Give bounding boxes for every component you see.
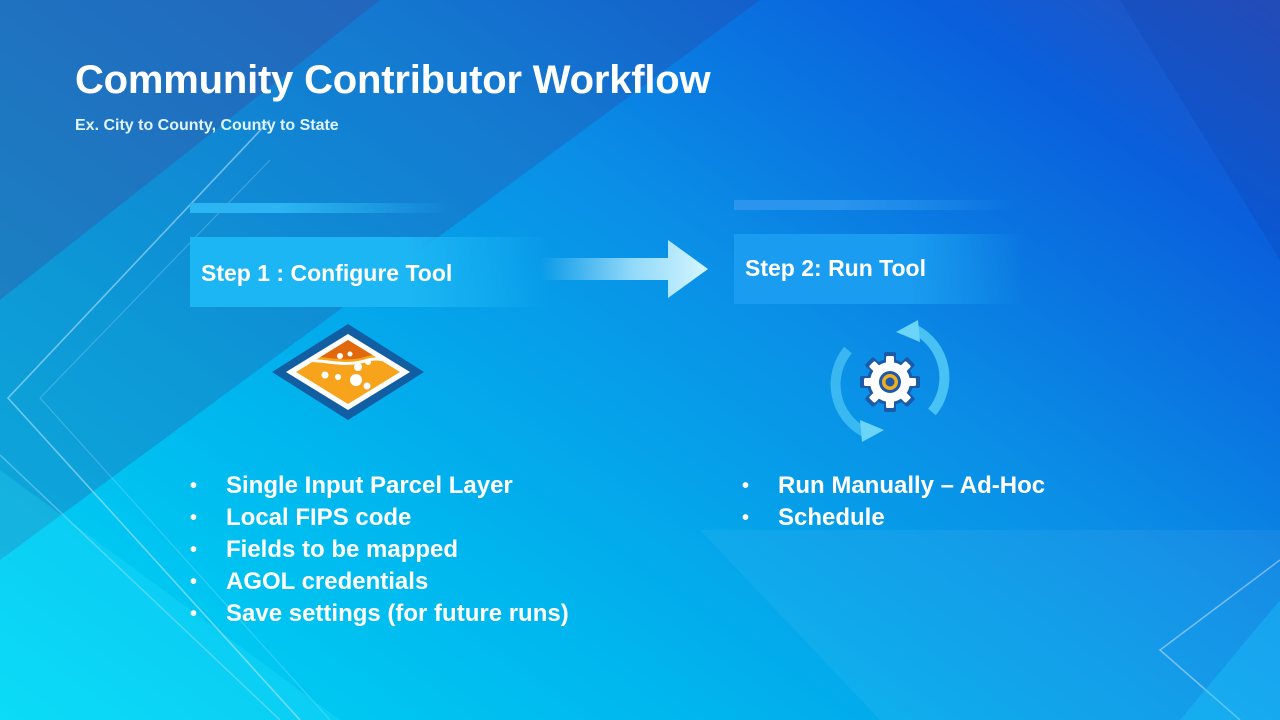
list-item-text: Local FIPS code	[226, 504, 412, 531]
step-1-bullet-list: • Single Input Parcel Layer • Local FIPS c…	[190, 470, 569, 630]
step-2-accent-bar	[734, 200, 1014, 210]
bullet-marker: •	[742, 507, 750, 529]
bullet-marker: •	[190, 571, 198, 593]
list-item: • Save settings (for future runs)	[190, 598, 569, 630]
list-item-text: AGOL credentials	[226, 568, 429, 595]
parcel-map-tool-icon	[272, 324, 424, 420]
list-item-text: Fields to be mapped	[226, 536, 459, 563]
step-1-label: Step 1 : Configure Tool	[201, 259, 453, 286]
list-item: • Single Input Parcel Layer	[190, 470, 569, 502]
list-item-text: Single Input Parcel Layer	[226, 472, 513, 499]
step-1-box: Step 1 : Configure Tool	[190, 237, 550, 307]
bullet-marker: •	[190, 603, 198, 625]
bullet-marker: •	[190, 507, 198, 529]
bullet-marker: •	[190, 475, 198, 497]
list-item: • Local FIPS code	[190, 502, 569, 534]
step-2-label: Step 2: Run Tool	[745, 254, 927, 281]
step-2-box: Step 2: Run Tool	[734, 234, 1024, 304]
bullet-marker: •	[742, 475, 750, 497]
flow-arrow-icon	[540, 240, 708, 298]
step-2-bullet-list: • Run Manually – Ad-Hoc • Schedule	[742, 470, 1045, 534]
list-item: • Fields to be mapped	[190, 534, 569, 566]
slide-title: Community Contributor Workflow	[75, 58, 711, 102]
list-item: • Run Manually – Ad-Hoc	[742, 470, 1045, 502]
gear-cycle-icon	[830, 320, 950, 442]
list-item: • AGOL credentials	[190, 566, 569, 598]
list-item-text: Run Manually – Ad-Hoc	[778, 472, 1046, 499]
list-item-text: Schedule	[778, 504, 885, 531]
bullet-marker: •	[190, 539, 198, 561]
slide-subtitle: Ex. City to County, County to State	[75, 117, 339, 134]
list-item-text: Save settings (for future runs)	[226, 600, 569, 627]
step-1-accent-bar	[190, 203, 450, 213]
list-item: • Schedule	[742, 502, 1045, 534]
